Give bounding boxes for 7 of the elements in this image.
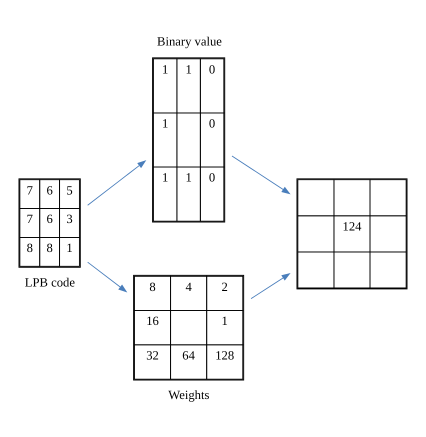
arrow	[87, 160, 146, 206]
arrow	[232, 156, 291, 194]
node-label: LPB code	[24, 275, 75, 290]
node-label: Binary value	[157, 34, 222, 48]
arrow	[250, 273, 291, 300]
node-label: Weights	[168, 388, 210, 402]
arrow	[87, 262, 128, 292]
